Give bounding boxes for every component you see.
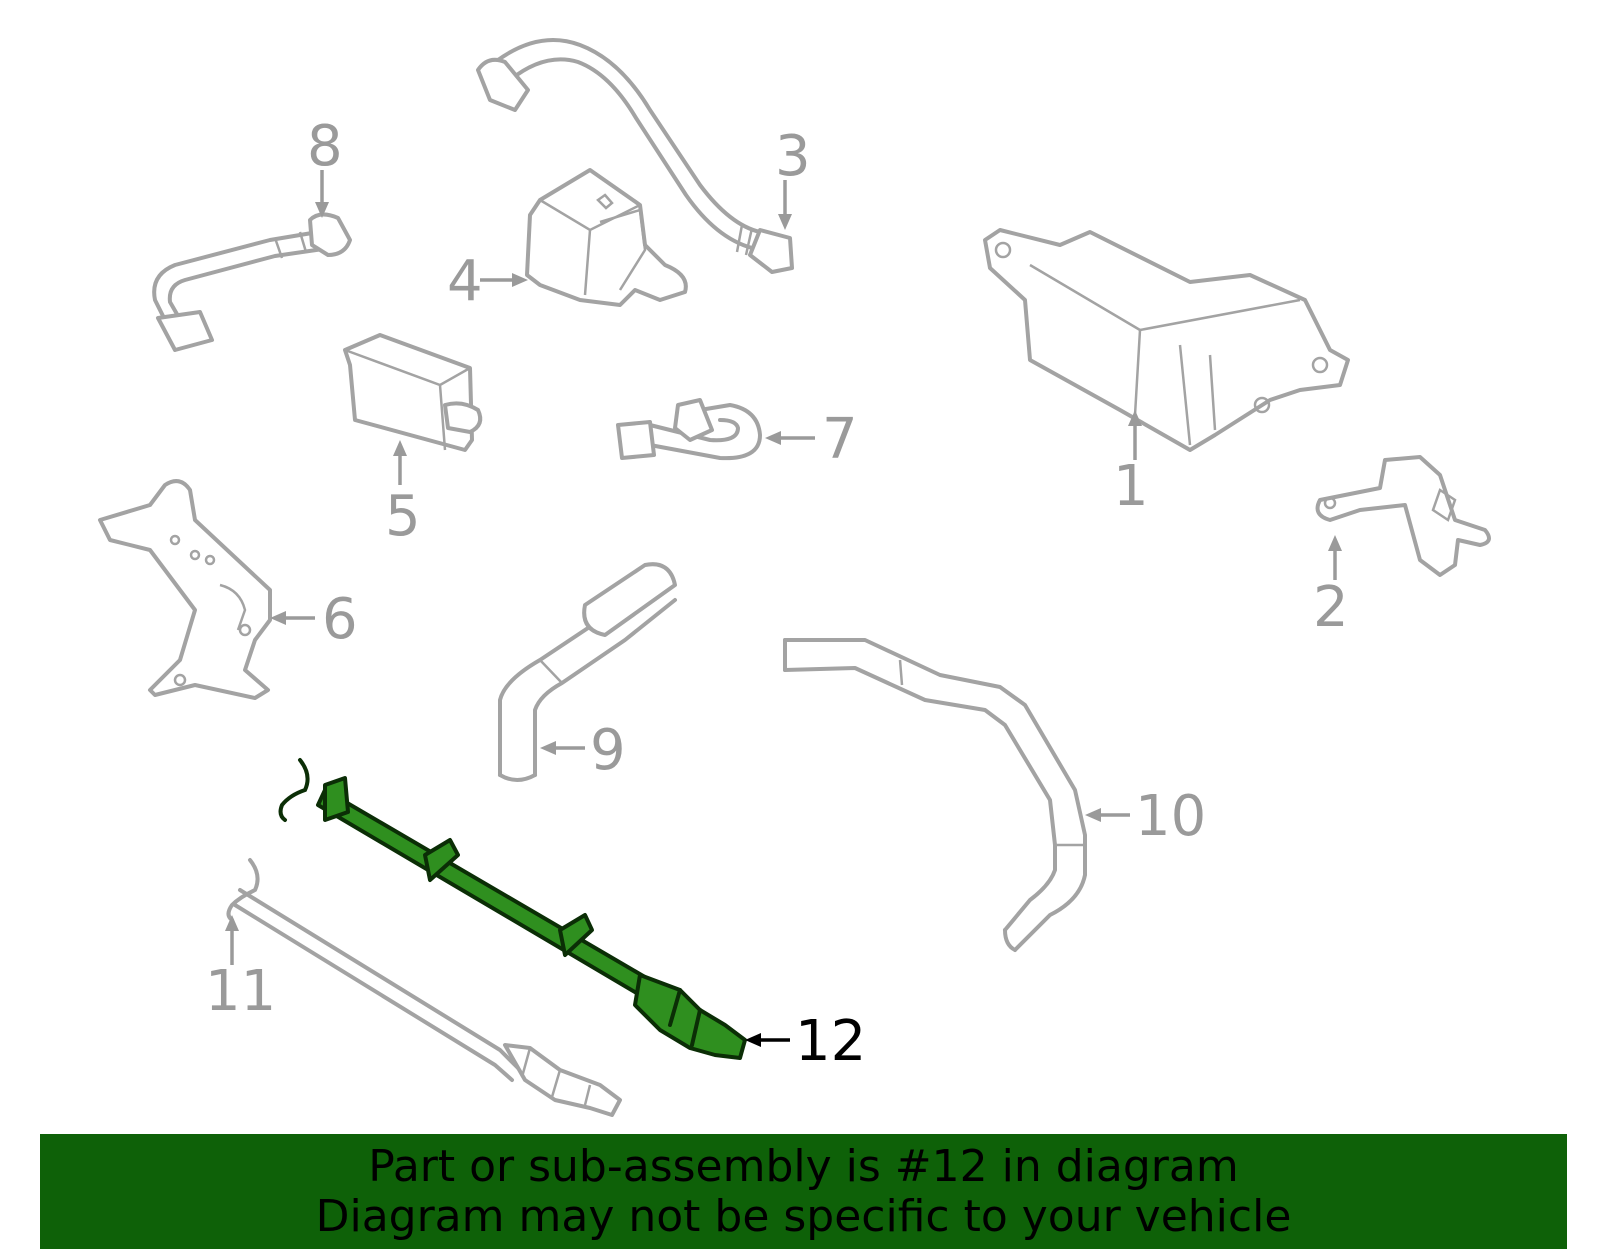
callout-9: 9 — [540, 718, 626, 783]
callout-8: 8 — [307, 114, 343, 218]
info-banner: Part or sub-assembly is #12 in diagram D… — [40, 1134, 1567, 1249]
callout-5-label: 5 — [385, 484, 421, 549]
part-6-bracket[interactable] — [98, 479, 272, 700]
part-12-sensor[interactable] — [278, 758, 747, 1060]
part-8-hose[interactable] — [152, 212, 352, 352]
callout-6: 6 — [270, 587, 358, 652]
callout-11-label: 11 — [205, 959, 276, 1024]
part-9-hose[interactable] — [498, 562, 677, 782]
part-1-canister[interactable] — [983, 228, 1350, 452]
callout-6-label: 6 — [322, 587, 358, 652]
callout-2: 2 — [1313, 535, 1349, 640]
part-7-hose[interactable] — [616, 398, 762, 461]
part-10-hose[interactable] — [783, 638, 1087, 952]
callout-9-label: 9 — [590, 718, 626, 783]
callout-4-label: 4 — [447, 249, 483, 314]
callout-8-label: 8 — [307, 114, 343, 179]
callout-4: 4 — [447, 249, 528, 314]
callout-11: 11 — [205, 915, 276, 1024]
banner-line-2: Diagram may not be specific to your vehi… — [315, 1190, 1292, 1242]
callout-5: 5 — [385, 440, 421, 549]
callout-12: 12 — [745, 1009, 866, 1074]
banner-line-1: Part or sub-assembly is #12 in diagram — [368, 1140, 1239, 1192]
part-11-sensor[interactable] — [226, 858, 622, 1117]
part-3-hose[interactable] — [476, 38, 794, 274]
part-2-bracket[interactable] — [1315, 455, 1491, 577]
callout-1-label: 1 — [1113, 454, 1149, 519]
callout-1: 1 — [1113, 410, 1149, 519]
callout-10-label: 10 — [1135, 784, 1206, 849]
callout-3: 3 — [775, 124, 811, 230]
callout-12-label: 12 — [795, 1009, 866, 1074]
part-4-valve[interactable] — [525, 168, 688, 307]
callout-2-label: 2 — [1313, 575, 1349, 640]
callout-7-label: 7 — [822, 407, 858, 472]
part-5-filter[interactable] — [343, 333, 483, 452]
callout-10: 10 — [1085, 784, 1206, 849]
callout-3-label: 3 — [775, 124, 811, 189]
callout-7: 7 — [765, 407, 858, 472]
